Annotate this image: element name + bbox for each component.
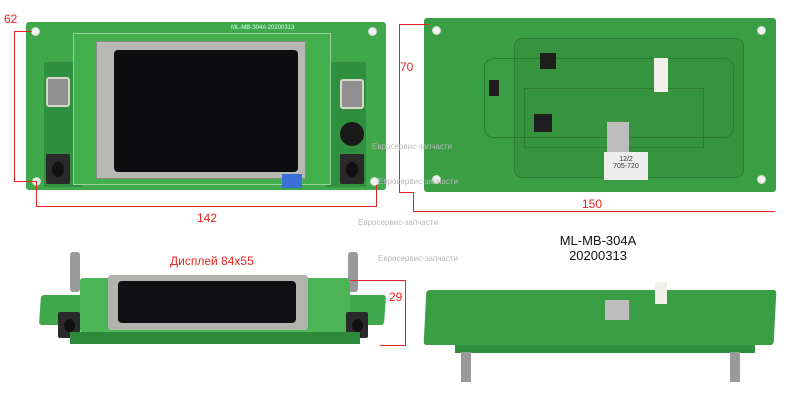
watermark: Евросервис-запчасти <box>378 254 458 263</box>
pcb-side-view-back <box>423 280 777 390</box>
mounting-hole <box>368 27 377 36</box>
board-silkscreen: ML-MB-304A 20200313 <box>231 25 295 31</box>
dimension-height-label: 62 <box>4 12 18 26</box>
lcd-frame <box>96 41 306 179</box>
tact-button-left <box>46 154 70 184</box>
pcb-back-view: 12/2 705-720 <box>424 18 776 192</box>
voltage-regulator <box>607 122 629 156</box>
watermark: Евросервис-запчасти <box>358 218 438 227</box>
pcb-front-view: ML-MB-304A 20200313 <box>26 22 386 190</box>
tact-button-right <box>340 154 364 184</box>
mounting-hole <box>31 27 40 36</box>
connector <box>654 58 668 92</box>
sticker: 12/2 705-720 <box>604 152 648 180</box>
dimension-width-label: 142 <box>197 211 218 225</box>
watermark: Евросервис-запчасти <box>378 177 458 186</box>
ribbon-tape <box>282 174 302 188</box>
model-caption: ML-MB-304A 20200313 <box>559 233 637 263</box>
dimension-depth-label: 29 <box>389 290 403 304</box>
watermark: Евросервис-запчасти <box>372 142 452 151</box>
encoder-shaft <box>348 252 358 292</box>
display-size-label: Дисплей 84x55 <box>170 254 254 268</box>
rotary-encoder-left <box>46 77 70 107</box>
encoder-shaft <box>70 252 80 292</box>
rotary-encoder-right <box>340 79 364 109</box>
buzzer <box>340 122 364 146</box>
mounting-hole <box>370 177 379 186</box>
pcb-side-view-front <box>38 250 387 350</box>
dimension-height-label: 70 <box>400 60 414 74</box>
lcd-screen <box>114 50 298 172</box>
dimension-width-label: 150 <box>582 197 603 211</box>
